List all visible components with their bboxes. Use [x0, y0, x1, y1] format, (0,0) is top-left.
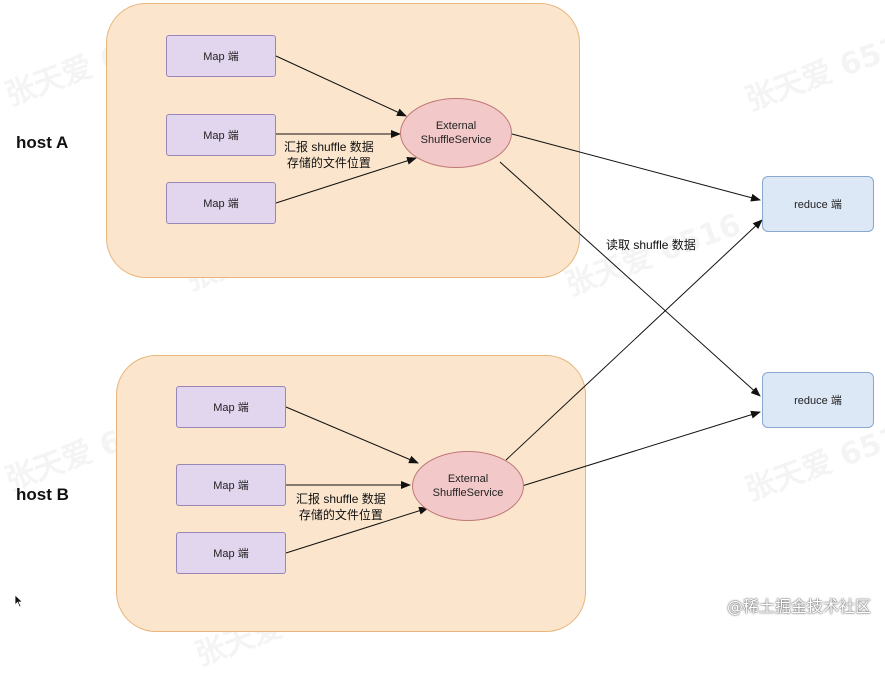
map-node: Map 端: [176, 532, 286, 574]
host-b-label: host B: [16, 485, 69, 504]
map-node: Map 端: [176, 464, 286, 506]
reduce-node-label: reduce 端: [794, 395, 842, 407]
edge-map-a1-to-ess-a: [275, 55, 407, 117]
map-node-label: Map 端: [213, 480, 249, 492]
report-label-line-1: 汇报 shuffle 数据: [284, 140, 374, 154]
edge-map-b1-to-ess-b: [285, 406, 419, 464]
reduce-node: reduce 端: [762, 176, 874, 232]
map-node-label: Map 端: [203, 51, 239, 63]
map-node-label: Map 端: [203, 130, 239, 142]
report-location-label-a: 汇报 shuffle 数据 存储的文件位置: [284, 139, 374, 171]
edge-ess-b-to-reduce-2: [521, 410, 761, 487]
service-label-line-1: External: [435, 120, 477, 132]
edge-ess-a-to-reduce-1: [511, 133, 761, 202]
map-node: Map 端: [176, 386, 286, 428]
report-label-line-2: 存储的文件位置: [286, 156, 371, 170]
map-node-label: Map 端: [203, 198, 239, 210]
service-label-line-2: ShuffleService: [432, 487, 504, 499]
edge-ess-b-to-reduce-1: [505, 219, 763, 461]
map-node-label: Map 端: [213, 402, 249, 414]
brand-watermark: @稀土掘金技术社区: [726, 597, 871, 616]
edge-ess-a-to-reduce-2: [499, 161, 761, 397]
report-label-line-2: 存储的文件位置: [298, 508, 383, 522]
reduce-node: reduce 端: [762, 372, 874, 428]
map-node: Map 端: [166, 182, 276, 224]
report-label-line-1: 汇报 shuffle 数据: [296, 492, 386, 506]
diagram-canvas: 张天爱 6516 张天爱 6516 张天爱 6516 张天爱 6516 张天爱 …: [1, 3, 885, 673]
read-shuffle-label: 读取 shuffle 数据: [606, 238, 696, 252]
service-label-line-2: ShuffleService: [420, 134, 492, 146]
map-node-label: Map 端: [213, 548, 249, 560]
edges: [275, 55, 763, 554]
reduce-node-label: reduce 端: [794, 199, 842, 211]
mouse-cursor-icon: [14, 594, 24, 608]
edge-map-a3-to-ess-a: [275, 156, 417, 204]
external-shuffle-service-a: External ShuffleService: [400, 98, 512, 168]
service-label-line-1: External: [447, 473, 489, 485]
edge-map-b3-to-ess-b: [285, 506, 429, 554]
map-node: Map 端: [166, 114, 276, 156]
external-shuffle-service-b: External ShuffleService: [412, 451, 524, 521]
map-node: Map 端: [166, 35, 276, 77]
report-location-label-b: 汇报 shuffle 数据 存储的文件位置: [296, 491, 386, 523]
host-a-label: host A: [16, 133, 69, 152]
